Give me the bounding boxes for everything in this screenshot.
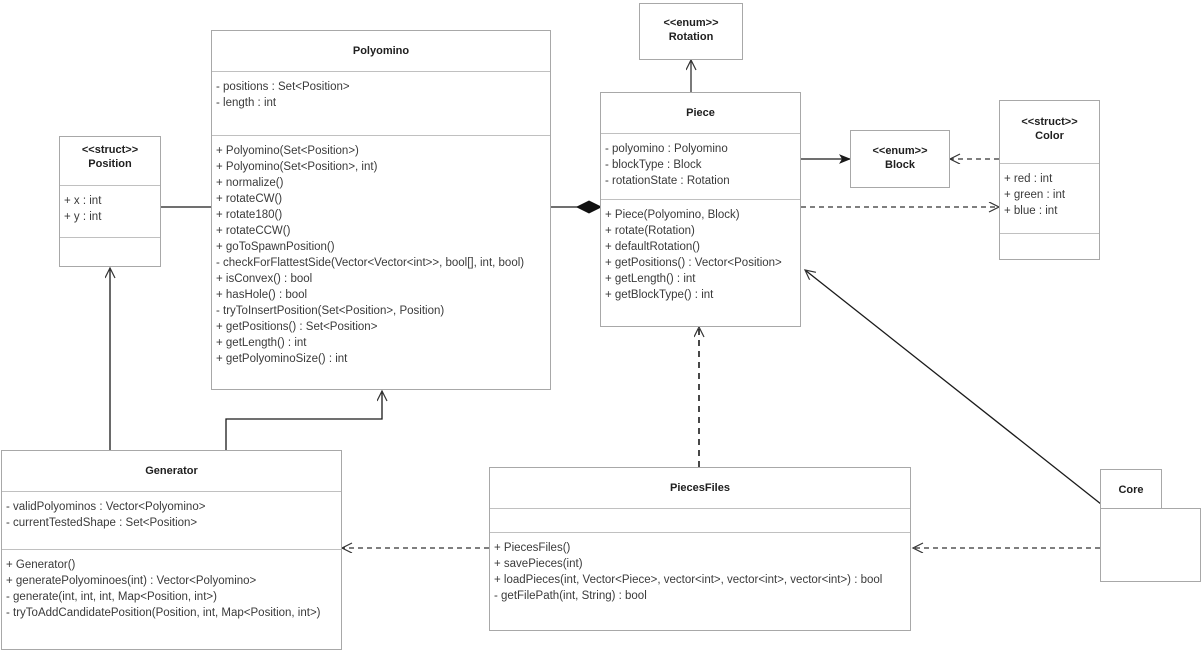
class-title-position: <<struct>>Position bbox=[81, 144, 139, 170]
operation-row: + getLength() : int bbox=[605, 273, 696, 285]
attribute-row: + green : int bbox=[1004, 189, 1066, 201]
attributes-generator: - validPolyominos : Vector<Polyomino> - … bbox=[2, 491, 341, 549]
class-box-color[interactable]: <<struct>>Color + red : int + green : in… bbox=[999, 100, 1100, 260]
operation-row: + defaultRotation() bbox=[605, 241, 700, 253]
attribute-row: + blue : int bbox=[1004, 205, 1058, 217]
class-title-rotation: <<enum>>Rotation bbox=[663, 17, 719, 43]
attribute-row: - length : int bbox=[216, 97, 277, 109]
class-title-color: <<struct>>Color bbox=[1021, 116, 1078, 142]
operation-row: - getFilePath(int, String) : bool bbox=[494, 590, 647, 602]
class-box-generator[interactable]: Generator - validPolyominos : Vector<Pol… bbox=[1, 450, 342, 650]
edge-generator-polyomino-association bbox=[225, 391, 382, 450]
operation-row: - tryToAddCandidatePosition(Position, in… bbox=[6, 607, 321, 619]
operation-row: + savePieces(int) bbox=[494, 558, 583, 570]
operation-row: + generatePolyominoes(int) : Vector<Poly… bbox=[6, 575, 257, 587]
operation-row: + getBlockType() : int bbox=[605, 289, 714, 301]
operations-color bbox=[1000, 233, 1099, 253]
class-title-piece: Piece bbox=[686, 107, 715, 119]
operation-row: + PiecesFiles() bbox=[494, 542, 571, 554]
class-title-piecesfiles: PiecesFiles bbox=[670, 482, 730, 494]
class-title-polyomino: Polyomino bbox=[352, 45, 410, 57]
operation-row: + rotate180() bbox=[216, 209, 283, 221]
attribute-row: + red : int bbox=[1004, 173, 1053, 185]
attributes-piece: - polyomino : Polyomino - blockType : Bl… bbox=[601, 133, 800, 199]
operation-row: + Polyomino(Set<Position>, int) bbox=[216, 161, 378, 173]
package-box-core[interactable]: Core bbox=[1100, 469, 1201, 583]
attribute-row: - currentTestedShape : Set<Position> bbox=[6, 517, 198, 529]
operation-row: + Generator() bbox=[6, 559, 76, 571]
class-box-piece[interactable]: Piece - polyomino : Polyomino - blockTyp… bbox=[600, 92, 801, 327]
attribute-row: - polyomino : Polyomino bbox=[605, 143, 728, 155]
operation-row: + rotateCW() bbox=[216, 193, 283, 205]
attributes-position: + x : int + y : int bbox=[60, 185, 160, 237]
attribute-row: - positions : Set<Position> bbox=[216, 81, 350, 93]
operation-row: + rotate(Rotation) bbox=[605, 225, 695, 237]
operation-row: + loadPieces(int, Vector<Piece>, vector<… bbox=[494, 574, 883, 586]
attribute-row: - rotationState : Rotation bbox=[605, 175, 730, 187]
attribute-row: + x : int bbox=[64, 195, 102, 207]
class-title-generator: Generator bbox=[145, 465, 198, 477]
class-box-position[interactable]: <<struct>>Position + x : int + y : int bbox=[59, 136, 161, 267]
attributes-color: + red : int + green : int + blue : int bbox=[1000, 163, 1099, 233]
operation-row: + normalize() bbox=[216, 177, 284, 189]
edge-polyomino-piece-composition bbox=[551, 200, 603, 214]
operation-row: + getPolyominoSize() : int bbox=[216, 353, 348, 365]
operation-row: - tryToInsertPosition(Set<Position>, Pos… bbox=[216, 305, 445, 317]
class-box-polyomino[interactable]: Polyomino - positions : Set<Position> - … bbox=[211, 30, 551, 390]
package-body-core bbox=[1100, 508, 1201, 582]
operation-row: + hasHole() : bool bbox=[216, 289, 308, 301]
operation-row: - checkForFlattestSide(Vector<Vector<int… bbox=[216, 257, 525, 269]
operation-row: + rotateCCW() bbox=[216, 225, 291, 237]
attributes-polyomino: - positions : Set<Position> - length : i… bbox=[212, 71, 550, 135]
operation-row: + getLength() : int bbox=[216, 337, 307, 349]
attributes-piecesfiles bbox=[490, 508, 910, 532]
operations-piecesfiles: + PiecesFiles() + savePieces(int) + load… bbox=[490, 532, 910, 630]
operations-polyomino: + Polyomino(Set<Position>) + Polyomino(S… bbox=[212, 135, 550, 389]
attribute-row: - validPolyominos : Vector<Polyomino> bbox=[6, 501, 206, 513]
operation-row: + getPositions() : Set<Position> bbox=[216, 321, 378, 333]
class-box-rotation[interactable]: <<enum>>Rotation bbox=[639, 3, 743, 60]
operations-piece: + Piece(Polyomino, Block) + rotate(Rotat… bbox=[601, 199, 800, 326]
operation-row: - generate(int, int, int, Map<Position, … bbox=[6, 591, 217, 603]
attribute-row: - blockType : Block bbox=[605, 159, 702, 171]
operations-position bbox=[60, 237, 160, 257]
operation-row: + Polyomino(Set<Position>) bbox=[216, 145, 359, 157]
operation-row: + goToSpawnPosition() bbox=[216, 241, 335, 253]
operations-generator: + Generator() + generatePolyominoes(int)… bbox=[2, 549, 341, 649]
operation-row: + isConvex() : bool bbox=[216, 273, 313, 285]
operation-row: + Piece(Polyomino, Block) bbox=[605, 209, 740, 221]
class-title-block: <<enum>>Block bbox=[872, 145, 928, 171]
attribute-row: + y : int bbox=[64, 211, 102, 223]
package-tab-core: Core bbox=[1100, 469, 1162, 509]
operation-row: + getPositions() : Vector<Position> bbox=[605, 257, 782, 269]
class-box-piecesfiles[interactable]: PiecesFiles + PiecesFiles() + savePieces… bbox=[489, 467, 911, 631]
class-box-block[interactable]: <<enum>>Block bbox=[850, 130, 950, 188]
